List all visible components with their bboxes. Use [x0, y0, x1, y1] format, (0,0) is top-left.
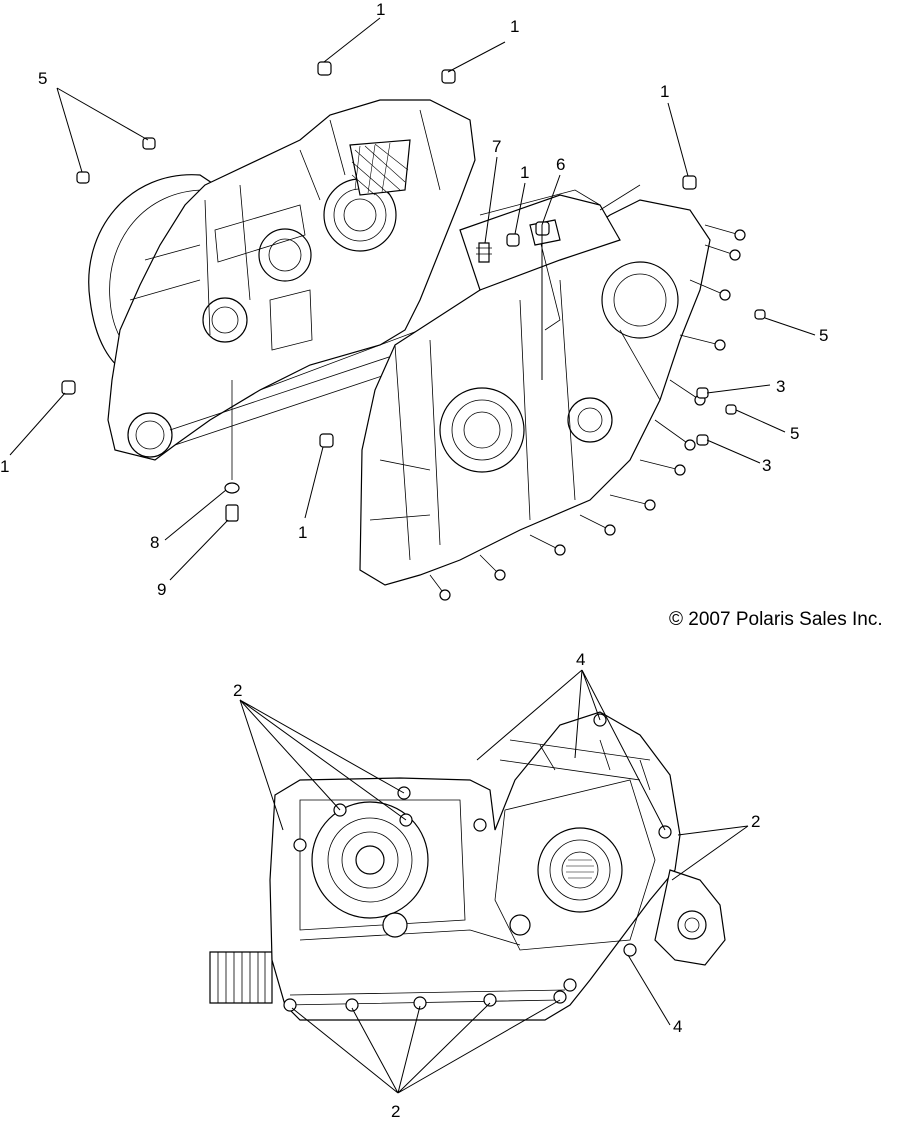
callout-1: 1	[660, 82, 669, 101]
leader-lines-upper	[9, 17, 816, 581]
callout-1: 1	[298, 523, 307, 542]
assembled-bolts	[283, 713, 672, 1012]
dowel-pins	[61, 61, 766, 448]
callout-1: 1	[510, 17, 519, 36]
callout-9: 9	[157, 580, 166, 599]
callout-2: 2	[391, 1102, 400, 1121]
callout-7: 7	[492, 137, 501, 156]
callout-1: 1	[376, 0, 385, 19]
plug-and-washer	[224, 242, 492, 522]
callout-4: 4	[673, 1017, 682, 1036]
callout-2: 2	[751, 812, 760, 831]
callout-1: 1	[0, 457, 9, 476]
callout-2: 2	[233, 681, 242, 700]
callout-1: 1	[520, 163, 529, 182]
leader-lines-lower	[239, 669, 749, 1094]
callout-5: 5	[38, 69, 47, 88]
callout-3: 3	[776, 377, 785, 396]
assembled-crankcase	[209, 711, 726, 1021]
callout-5: 5	[819, 326, 828, 345]
callout-6: 6	[556, 155, 565, 174]
crankcase-bolts	[429, 184, 746, 601]
copyright-notice: © 2007 Polaris Sales Inc.	[669, 609, 883, 630]
callout-3: 3	[762, 456, 771, 475]
callout-5: 5	[790, 424, 799, 443]
left-crankcase-half	[88, 99, 476, 461]
callout-8: 8	[150, 533, 159, 552]
callout-4: 4	[576, 650, 585, 669]
